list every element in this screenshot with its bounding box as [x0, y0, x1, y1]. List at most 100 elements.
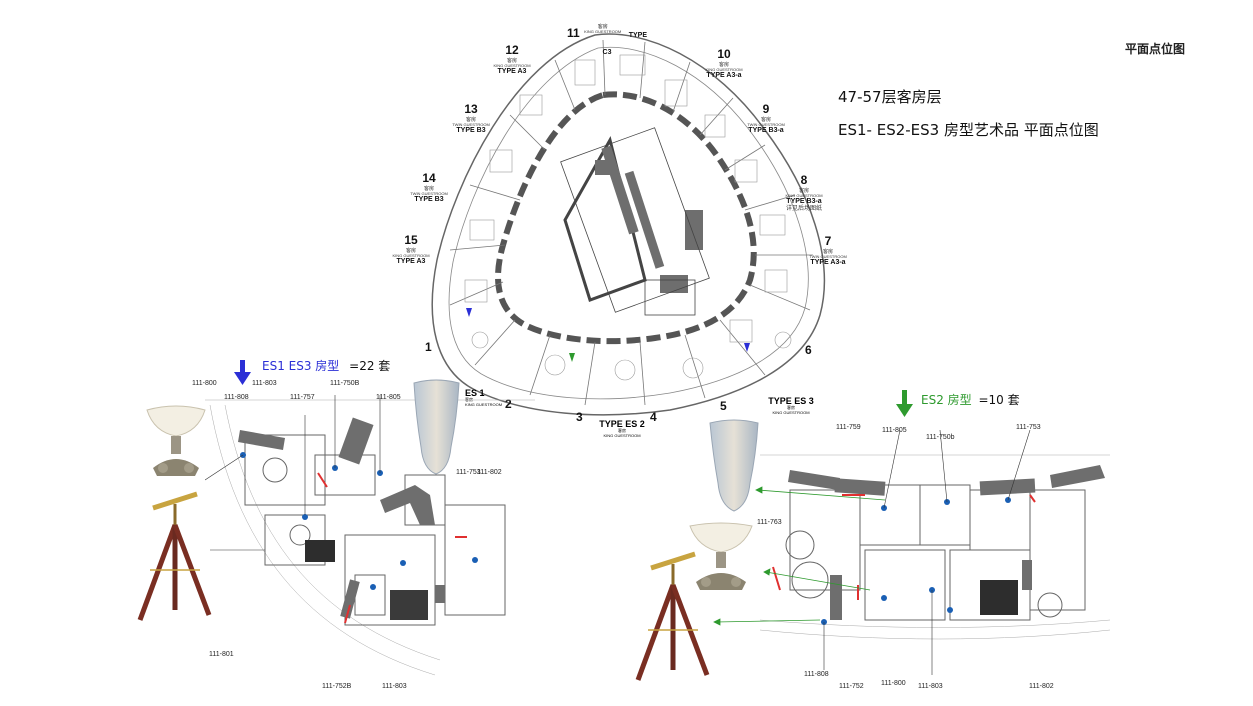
room-cn: 客房: [798, 187, 809, 194]
room-number: 12: [505, 43, 519, 57]
room-number: 10: [717, 47, 731, 61]
code-label: 111-805: [376, 394, 401, 401]
floor-title: 47-57层客房层: [838, 88, 942, 106]
silver-lamp-image: [689, 522, 753, 590]
legend-es2-count: =10 套: [978, 393, 1020, 407]
es3-type: TYPE ES 3: [768, 396, 814, 406]
glass-vase-image: [709, 419, 759, 512]
room-label-15: 15 客房 KING GUESTROOM TYPE A3: [371, 232, 451, 266]
unit-4: 4: [650, 410, 657, 424]
code-label: 111-757: [290, 394, 315, 401]
legend-es2: ES2 房型 =10 套: [921, 391, 1020, 408]
es2-detail-plan: [760, 430, 1110, 675]
code-label: 111-753: [456, 469, 481, 476]
room-label-7: 7 客房 TWIN GUESTROOM TYPE A3-a: [788, 233, 868, 267]
room-number: 9: [762, 102, 770, 116]
code-label: 111-803: [382, 683, 407, 690]
code-label: 111-752: [839, 683, 864, 690]
room-note: 详见后场图纸: [785, 205, 822, 212]
room-cn: 客房: [405, 247, 416, 254]
glass-vase-image: [413, 379, 460, 475]
code-label: 111-800: [192, 380, 217, 387]
blue-arrow-icon: [234, 360, 251, 385]
room-en: KING GUESTROOM: [785, 193, 823, 199]
telescope-image: [635, 551, 710, 681]
room-type: TYPE A3: [497, 68, 527, 76]
room-type: TYPE A3-a: [810, 259, 846, 267]
room-type: TYPE B3: [414, 196, 444, 204]
code-label: 111-803: [918, 683, 943, 690]
es2-en: KING GUESTROOM: [603, 432, 641, 438]
es3-cn: 客房: [787, 405, 795, 411]
es1-es3-detail-plan: [205, 395, 535, 676]
room-type: TYPE A3: [396, 258, 426, 266]
code-label: 111-759: [836, 424, 861, 431]
es2-cn: 客房: [618, 428, 626, 434]
room-number: 13: [464, 102, 478, 116]
room-cn: 客房: [506, 57, 517, 64]
artwork-pointer-lines: [713, 486, 886, 626]
room-number: 15: [404, 233, 418, 247]
room-type: TYPE A3-a: [706, 72, 742, 80]
legend-es2-label: ES2 房型: [921, 393, 972, 407]
legend-es1-es3-count: =22 套: [349, 359, 391, 373]
room-type: TYPE B3: [456, 127, 486, 135]
code-label: 111-752B: [322, 683, 352, 690]
room-en: KING GUESTROOM: [493, 63, 531, 69]
unit-6: 6: [805, 343, 812, 357]
es2-type: TYPE ES 2: [599, 419, 645, 429]
silver-lamp-image: [146, 405, 206, 476]
room-en: KING GUESTROOM: [392, 253, 430, 259]
unit-3: 3: [576, 410, 583, 424]
code-label: 111-750B: [330, 380, 360, 387]
code-label: 111-802: [477, 469, 502, 476]
room-cn: 客房: [465, 116, 476, 123]
room-type: TYPE C3: [602, 32, 648, 56]
es3-en: KING GUESTROOM: [772, 409, 810, 415]
room-label-14: 14 客房 TWIN GUESTROOM TYPE B3: [389, 170, 469, 204]
legend-es1-es3: ES1 ES3 房型 =22 套: [262, 357, 390, 374]
es1-en: KING GUESTROOM: [465, 401, 503, 407]
central-floor-plan: [431, 33, 826, 416]
room-en: KING GUESTROOM: [705, 67, 743, 73]
room-cn: 客房: [822, 248, 833, 255]
page-title: 平面点位图: [1124, 42, 1185, 56]
code-label: 111-753: [1016, 424, 1041, 431]
room-en: TWIN GUESTROOM: [747, 122, 785, 128]
green-arrow-icon: [896, 390, 913, 417]
room-type: TYPE B3-a: [786, 198, 822, 206]
room-cn: 客房: [760, 116, 771, 123]
room-en: TWIN GUESTROOM: [809, 254, 847, 260]
room-cn: 客房: [597, 24, 608, 30]
code-label: 111-763: [757, 519, 782, 526]
telescope-image: [137, 491, 212, 621]
code-label: 111-803: [252, 380, 277, 387]
room-cn: 客房: [423, 185, 434, 192]
room-en: TWIN GUESTROOM: [410, 191, 448, 197]
code-label: 111-805: [882, 427, 907, 434]
code-label: 111-808: [804, 671, 829, 678]
room-cn: 客房: [718, 61, 729, 68]
code-label: 111-808: [224, 394, 249, 401]
es1-type: ES 1: [465, 388, 485, 398]
legend-es1-es3-label: ES1 ES3 房型: [262, 359, 340, 373]
room-en: KING GUESTROOM: [584, 29, 622, 35]
room-number: 7: [824, 234, 832, 248]
room-type: TYPE B3-a: [748, 127, 784, 135]
room-number: 11: [567, 26, 580, 40]
room-label-9: 9 客房 TWIN GUESTROOM TYPE B3-a: [726, 101, 806, 135]
room-number: 8: [800, 173, 808, 187]
es3-label: TYPE ES 3 客房 KING GUESTROOM: [756, 396, 826, 415]
artwork-title: ES1- ES2-ES3 房型艺术品 平面点位图: [838, 121, 1099, 139]
room-label-11: 11 客房 KING GUESTROOM TYPE C3: [567, 24, 648, 59]
code-label: 111-801: [209, 651, 234, 658]
room-label-10: 10 客房 KING GUESTROOM TYPE A3-a: [684, 46, 764, 80]
room-number: 14: [422, 171, 436, 185]
unit-2: 2: [505, 397, 512, 411]
room-label-12: 12 客房 KING GUESTROOM TYPE A3: [472, 42, 552, 76]
room-label-8: 8 客房 KING GUESTROOM TYPE B3-a 详见后场图纸: [764, 172, 844, 212]
es2-label: TYPE ES 2 客房 KING GUESTROOM: [582, 419, 662, 438]
code-label: 111-800: [881, 680, 906, 687]
code-label: 111-802: [1029, 683, 1054, 690]
code-label: 111-750b: [926, 434, 955, 441]
